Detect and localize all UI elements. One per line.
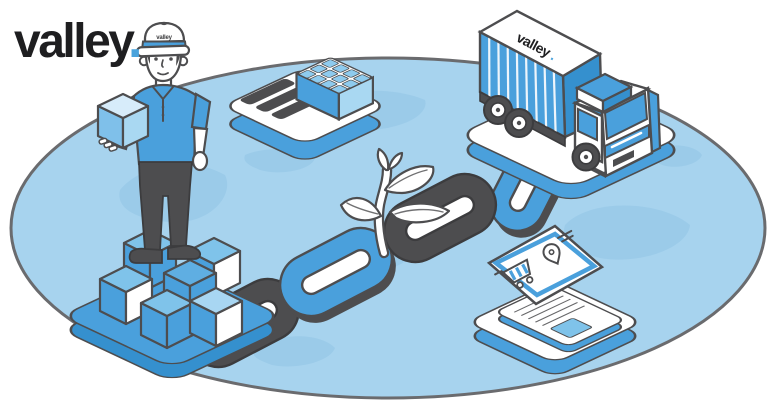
cap-label: valley (156, 35, 172, 41)
location-pin-icon (542, 243, 561, 266)
person-right-hand (191, 150, 209, 172)
brand-dot: . (128, 11, 140, 69)
truck-front-wheel (571, 142, 601, 172)
polo-button-1 (161, 105, 165, 109)
person-left-shoe (128, 247, 163, 264)
leaf-veins (346, 169, 444, 215)
mouth (157, 72, 169, 76)
person-cap: valley (135, 21, 191, 58)
laptop-screen (486, 224, 605, 306)
person-legs (138, 161, 193, 251)
cubes (98, 228, 244, 350)
register-keypad (295, 57, 374, 122)
right-eye (169, 57, 173, 61)
polo-collar (152, 86, 174, 122)
cube-5 (139, 288, 195, 350)
delivery-person: valley (96, 21, 212, 264)
person-right-arm (190, 92, 212, 172)
person-right-shoe (167, 244, 201, 260)
cab-windshield (603, 91, 649, 141)
person-hand-fingers (98, 137, 118, 152)
package-box (96, 92, 150, 150)
shopping-cart-icon (494, 258, 534, 289)
cap-button (160, 21, 168, 26)
cab-side-window (577, 107, 598, 142)
cab-grille (613, 150, 634, 167)
brand-logo: valley . (14, 11, 142, 69)
cube-6 (188, 286, 244, 348)
keypad-keys (298, 59, 371, 94)
laptop-trackpad (550, 318, 593, 338)
cube-stack (69, 228, 275, 379)
cargo-truck: valley . (466, 9, 676, 200)
left-eye (154, 57, 158, 61)
polo-button-2 (161, 113, 165, 117)
cap-brim (135, 44, 191, 58)
brand-wordmark: valley (14, 15, 135, 68)
container-top (477, 9, 603, 78)
ecommerce-laptop (473, 224, 637, 375)
keypad-top (297, 57, 373, 94)
cash-register (229, 57, 381, 160)
cab-band-dash (610, 131, 643, 149)
deflector-right (601, 85, 633, 114)
menu-lines-icon (557, 229, 574, 243)
truck-logo-dot: . (548, 47, 559, 63)
nose (161, 59, 164, 68)
container-ribs (488, 36, 557, 133)
plant-sprout (339, 147, 451, 259)
truck-rear-wheels (483, 95, 534, 138)
truck-cab (571, 72, 662, 178)
